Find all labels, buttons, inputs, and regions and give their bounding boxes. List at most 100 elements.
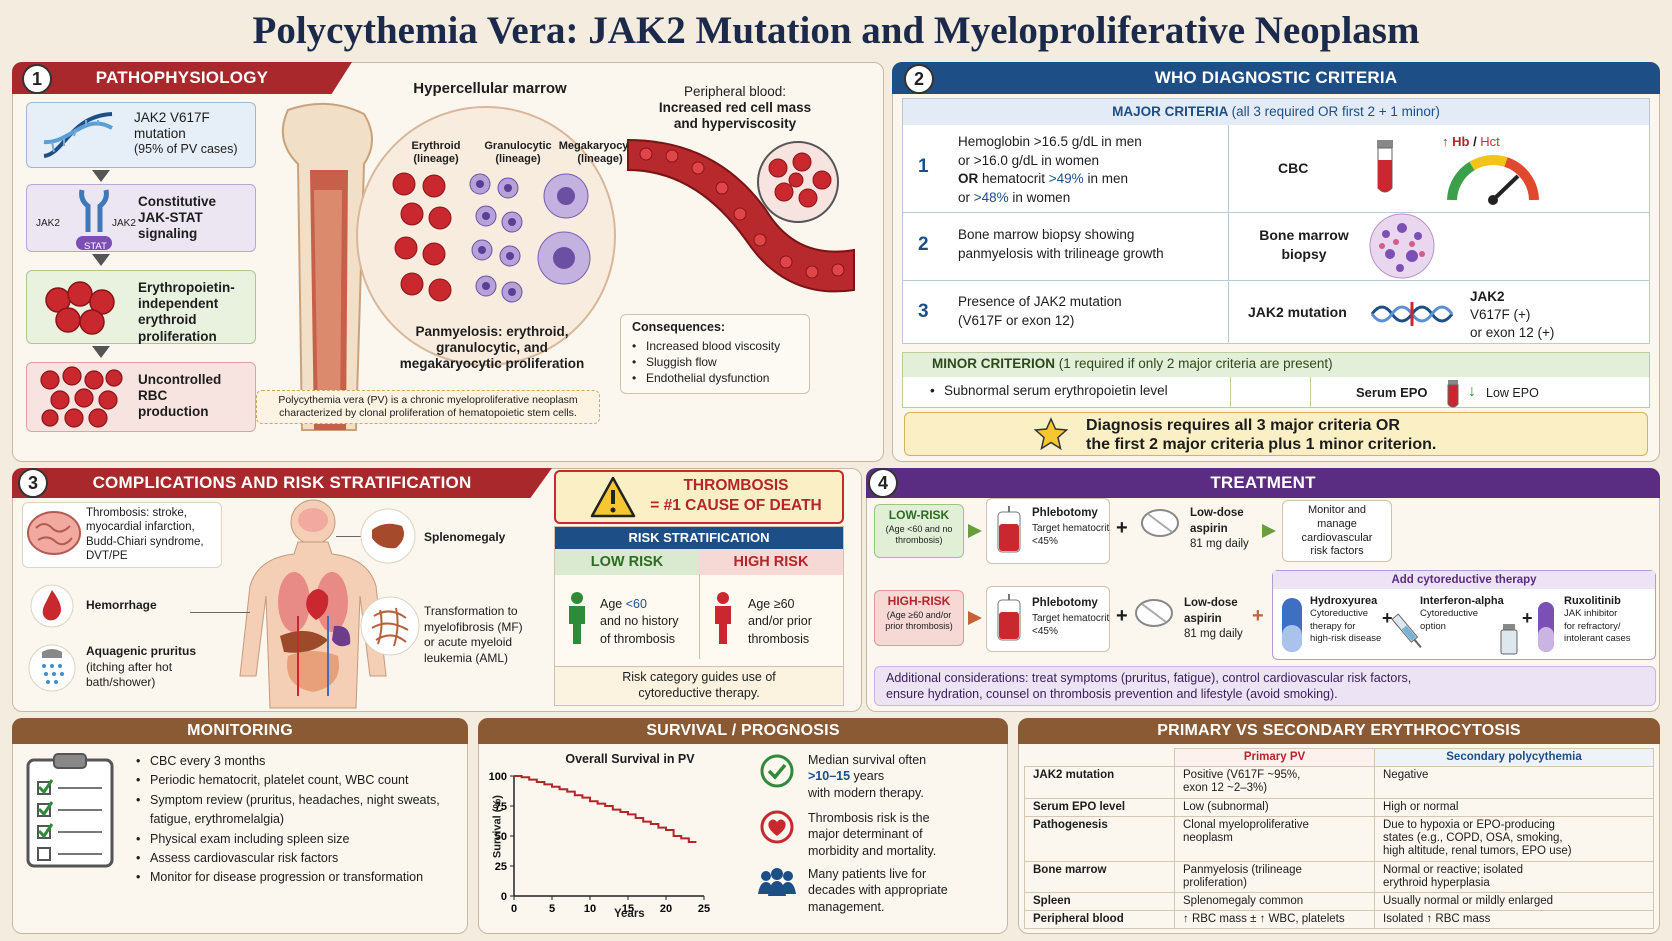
serum-epo-label: Serum EPO	[1356, 385, 1428, 400]
complications-header: COMPLICATIONS AND RISK STRATIFICATION	[12, 468, 552, 498]
criterion-3-text: Presence of JAK2 mutation(V617F or exon …	[958, 294, 1122, 328]
stat-label: STAT	[84, 241, 107, 252]
syringe-icon	[1391, 613, 1422, 648]
peripheral-blood-title: Peripheral blood:Increased red cell mass…	[658, 84, 812, 132]
person-red-icon	[715, 592, 731, 644]
hb-hct-label: ↑ Hb / Hct	[1442, 134, 1500, 149]
people-icon	[758, 868, 796, 896]
major-criteria-bar	[903, 99, 1649, 125]
section-number-2: 2	[904, 64, 934, 94]
jak2-label-left: JAK2	[36, 218, 60, 229]
low-epo-arrow: ↓	[1468, 383, 1476, 400]
table-cell: Low (subnormal)	[1174, 797, 1375, 817]
table-row: Peripheral blood↑ RBC mass ± ↑ WBC, plat…	[1024, 910, 1654, 930]
monitor-cv-box	[1282, 500, 1392, 562]
survival-panel	[478, 718, 1008, 934]
high-risk-tag	[874, 590, 964, 646]
section-number-3: 3	[18, 468, 48, 498]
plus-sign: +	[1252, 605, 1264, 627]
definition-box	[256, 390, 600, 424]
arrow-down-2	[92, 254, 110, 266]
person-green-icon	[569, 592, 585, 644]
clipboard-checklist-icon	[26, 753, 114, 868]
marrow-title: Hypercellular marrow	[413, 80, 567, 97]
capsule-icon	[1282, 598, 1302, 652]
lineage-erythroid: Erythroid(lineage)	[411, 140, 461, 166]
y-tick-label: 100	[489, 771, 507, 783]
checkmark-circle-icon	[760, 754, 794, 788]
table-cell: Panmyelosis (trilineage proliferation)	[1174, 860, 1375, 893]
minor-criterion-title: MINOR CRITERION (1 required if only 2 ma…	[932, 356, 1333, 371]
list-item: Sluggish flow	[630, 354, 780, 370]
fibrosis-icon	[360, 596, 420, 656]
heart-warning-icon	[760, 810, 794, 844]
table-cell: Due to hypoxia or EPO-producing states (…	[1374, 815, 1654, 862]
treatment-title: TREATMENT	[1210, 473, 1316, 492]
col-primary-pv: Primary PV	[1174, 747, 1375, 768]
list-item: CBC every 3 months	[134, 752, 440, 772]
list-item: Monitor for disease progression or trans…	[134, 868, 440, 888]
bone-illustration	[281, 102, 373, 431]
dna-icon	[43, 112, 113, 158]
section-number-1: 1	[22, 64, 52, 94]
high-risk-header: HIGH RISK	[699, 549, 843, 575]
brain-icon	[27, 511, 81, 555]
shower-icon	[28, 644, 76, 692]
x-tick-label: 5	[549, 903, 555, 915]
arrow-right	[968, 524, 982, 538]
splenomegaly-label: Splenomegaly	[424, 530, 506, 544]
consequences-list: Increased blood viscosity Sluggish flow …	[630, 338, 780, 387]
low-risk-header: LOW RISK	[555, 549, 699, 575]
chart-ylabel: Survival (%)	[491, 795, 504, 859]
x-tick-label: 25	[698, 903, 710, 915]
arrow-right	[968, 611, 982, 625]
row-label: Spleen	[1024, 891, 1175, 912]
list-item: Increased blood viscosity	[630, 338, 780, 354]
cytoreductive-title: Add cytoreductive therapy	[1273, 571, 1655, 589]
chart-title: Overall Survival in PV	[565, 752, 695, 766]
jak2-label-right: JAK2	[112, 218, 136, 229]
table-cell: Positive (V617F ~95%, exon 12 ~2–3%)	[1174, 766, 1375, 799]
list-item: Endothelial dysfunction	[630, 370, 780, 386]
minor-criterion-bar	[903, 353, 1649, 377]
marrow-cells	[392, 172, 591, 303]
thrombosis-text: Thrombosis: stroke,myocardial infarction…	[86, 507, 204, 563]
additional-considerations-text: Additional considerations: treat symptom…	[886, 671, 1412, 702]
table-cell: Clonal myeloproliferative neoplasm	[1174, 815, 1375, 862]
complications-title: COMPLICATIONS AND RISK STRATIFICATION	[92, 473, 472, 492]
x-tick-label: 0	[511, 903, 517, 915]
criterion-1-number: 1	[918, 156, 929, 177]
criterion-2-number: 2	[918, 234, 929, 255]
star-icon	[1033, 417, 1069, 451]
survival-title: SURVIVAL / PROGNOSIS	[646, 722, 840, 739]
definition-text: Polycythemia vera (PV) is a chronic myel…	[278, 394, 578, 419]
spleen-icon	[360, 508, 416, 564]
cbc-label: CBC	[1278, 160, 1309, 176]
x-tick-label: 15	[622, 903, 634, 915]
blood-bag-icon	[997, 594, 1021, 641]
epo-tube-icon	[1447, 380, 1459, 408]
monitoring-title: MONITORING	[187, 722, 293, 739]
table-cell: ↑ RBC mass ± ↑ WBC, platelets	[1174, 910, 1375, 930]
criterion-3-number: 3	[918, 301, 929, 322]
comparison-header: PRIMARY VS SECONDARY ERYTHROCYTOSIS	[1018, 718, 1660, 744]
plus-sign: +	[1116, 605, 1128, 627]
list-item: fatigue, erythromelalgia)	[150, 812, 285, 827]
plus-sign: +	[1382, 608, 1393, 628]
